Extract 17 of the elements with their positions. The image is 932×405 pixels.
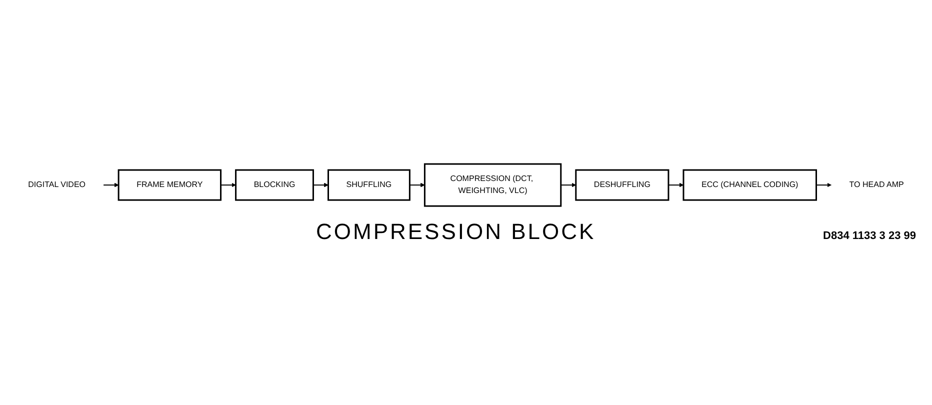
node-box: DESHUFFLING <box>575 170 670 202</box>
node-box: ECC (CHANNEL CODING) <box>682 170 817 202</box>
node-text: TO HEAD AMP <box>849 180 904 190</box>
arrow <box>668 183 684 188</box>
caption: COMPRESSION BLOCK <box>316 218 596 245</box>
drawing-number: D834 1133 3 23 99 <box>823 230 916 242</box>
arrow <box>103 183 119 188</box>
arrow <box>560 183 576 188</box>
arrow <box>220 183 236 188</box>
arrow <box>816 183 832 188</box>
node-box: SHUFFLING <box>328 170 410 202</box>
node-box: COMPRESSION (DCT, WEIGHTING, VLC) <box>424 164 562 208</box>
node-box: BLOCKING <box>235 170 314 202</box>
arrow <box>409 183 425 188</box>
arrow <box>312 183 328 188</box>
node-box: FRAME MEMORY <box>118 170 222 202</box>
node-text: DIGITAL VIDEO <box>28 180 86 190</box>
